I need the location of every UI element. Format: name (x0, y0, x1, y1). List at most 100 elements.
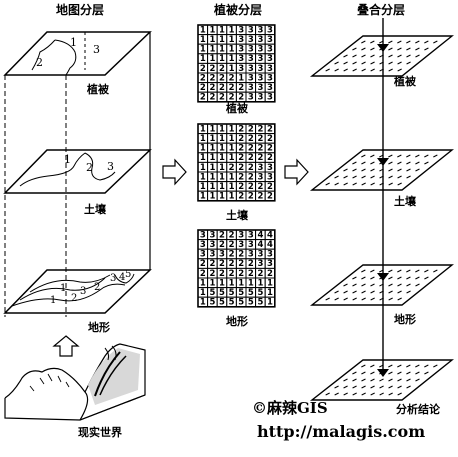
grid-cell-value: 2 (209, 93, 215, 103)
grid-cell-value: 1 (248, 278, 254, 288)
grid-cell-value: 1 (219, 182, 225, 192)
grid-cell-value: 1 (229, 144, 235, 154)
grid-cell-value: 2 (248, 182, 254, 192)
grid-cell-value: 2 (257, 144, 263, 154)
grid-cell-value: 3 (257, 172, 263, 182)
grid-cell-value: 3 (267, 25, 273, 35)
grid-cell-value: 2 (238, 259, 244, 269)
overlay-stack (309, 18, 454, 401)
grid-cell-value: 1 (267, 288, 273, 298)
grid-cell-value: 3 (257, 163, 263, 173)
grid-cell-value: 2 (238, 172, 244, 182)
map-layer-stack: 1 2 3 1 2 3 1 2 3 4 5 1 2 3 植被 土壤 地形 (3, 31, 152, 334)
grid-cell-value: 2 (229, 93, 235, 103)
grid-cell-value: 2 (229, 269, 235, 279)
grid-cell-value: 1 (200, 192, 206, 202)
down-arrowhead-icon (377, 158, 389, 166)
grid-cell-value: 2 (248, 172, 254, 182)
grid-cell-value: 1 (200, 288, 206, 298)
grid-cell-value: 1 (219, 278, 225, 288)
grid-cell-value: 2 (209, 73, 215, 83)
grid-cell-value: 1 (229, 153, 235, 163)
grid-cell-value: 1 (267, 298, 273, 308)
grid-cell-value: 1 (200, 278, 206, 288)
grid-cell-value: 1 (229, 25, 235, 35)
grid-cell-value: 5 (219, 298, 225, 308)
grid-cell-value: 3 (238, 25, 244, 35)
grid-cell-value: 1 (219, 124, 225, 134)
grid-label-vegetation: 植被 (225, 101, 249, 115)
label-real-world: 现实世界 (78, 425, 122, 439)
grid-cell-value: 2 (219, 240, 225, 250)
grid-cell-value: 3 (219, 250, 225, 260)
grid-cell-value: 1 (209, 278, 215, 288)
grid-cell-value: 4 (257, 240, 263, 250)
grid-cell-value: 1 (200, 153, 206, 163)
grid-cell-value: 2 (257, 192, 263, 202)
terrain-map-label-3: 3 (110, 273, 116, 284)
map-layer-vegetation (3, 31, 152, 76)
grid-cell-value: 2 (248, 269, 254, 279)
grid-cell-value: 2 (200, 93, 206, 103)
column-title-map-layers: 地图分层 (56, 2, 104, 17)
grid-cell-value: 1 (200, 163, 206, 173)
grid-cell-value: 2 (248, 134, 254, 144)
grid-cell-value: 4 (267, 240, 273, 250)
grid-cell-value: 1 (238, 73, 244, 83)
grid-cell-value: 1 (209, 35, 215, 45)
grid-cell-value: 2 (229, 250, 235, 260)
terrain-map-label-8: 3 (80, 286, 86, 297)
grid-cell-value: 2 (238, 124, 244, 134)
grid-cell-value: 1 (200, 35, 206, 45)
grid-cell-value: 3 (257, 25, 263, 35)
terrain-map-label-6: 1 (50, 295, 56, 306)
grid-cell-value: 1 (219, 54, 225, 64)
grid-cell-value: 3 (257, 93, 263, 103)
grid-cell-value: 5 (248, 288, 254, 298)
grid-cell-value: 3 (238, 45, 244, 55)
grid-cell-value: 1 (219, 45, 225, 55)
grid-cell-value: 2 (200, 83, 206, 93)
grid-cell-value: 3 (257, 259, 263, 269)
overlay-label-vegetation: 植被 (393, 74, 417, 88)
grid-cell-value: 5 (229, 288, 235, 298)
grid-cell-value: 3 (267, 93, 273, 103)
terrain-map-label-4: 4 (119, 272, 125, 283)
grid-cell-value: 2 (219, 83, 225, 93)
grid-cell-value: 2 (267, 144, 273, 154)
grid-cell-value: 2 (257, 182, 263, 192)
grid-cell-value: 1 (229, 64, 235, 74)
grid-cell-value: 5 (257, 298, 263, 308)
grid-cell-value: 1 (209, 25, 215, 35)
grid-cell-value: 3 (248, 35, 254, 45)
grid-cell-value: 1 (209, 153, 215, 163)
grid-cell-value: 1 (209, 172, 215, 182)
grid-cell-value: 3 (248, 25, 254, 35)
veg-map-label-3: 3 (93, 43, 100, 56)
grid-cell-value: 1 (229, 35, 235, 45)
grid-cell-value: 3 (209, 240, 215, 250)
grid-cell-value: 4 (257, 230, 263, 240)
grid-cell-value: 2 (248, 124, 254, 134)
grid-cell-value: 3 (248, 230, 254, 240)
grid-cell-value: 1 (219, 192, 225, 202)
grid-cell-value: 3 (267, 172, 273, 182)
real-world-terrain-block (4, 343, 146, 421)
terrain-map-label-5: 5 (125, 269, 131, 280)
grid-cell-value: 5 (209, 288, 215, 298)
grid-cell-value: 1 (209, 144, 215, 154)
grid-cell-value: 1 (229, 45, 235, 55)
grid-cell-value: 1 (219, 153, 225, 163)
grid-cell-value: 1 (219, 172, 225, 182)
grid-cell-value: 3 (238, 35, 244, 45)
grid-cell-value: 2 (267, 153, 273, 163)
grid-cell-value: 2 (267, 182, 273, 192)
grid-cell-value: 3 (257, 54, 263, 64)
grid-cell-value: 1 (200, 54, 206, 64)
grid-cell-value: 2 (219, 73, 225, 83)
grid-cell-value: 3 (248, 64, 254, 74)
grid-cell-value: 3 (257, 250, 263, 260)
